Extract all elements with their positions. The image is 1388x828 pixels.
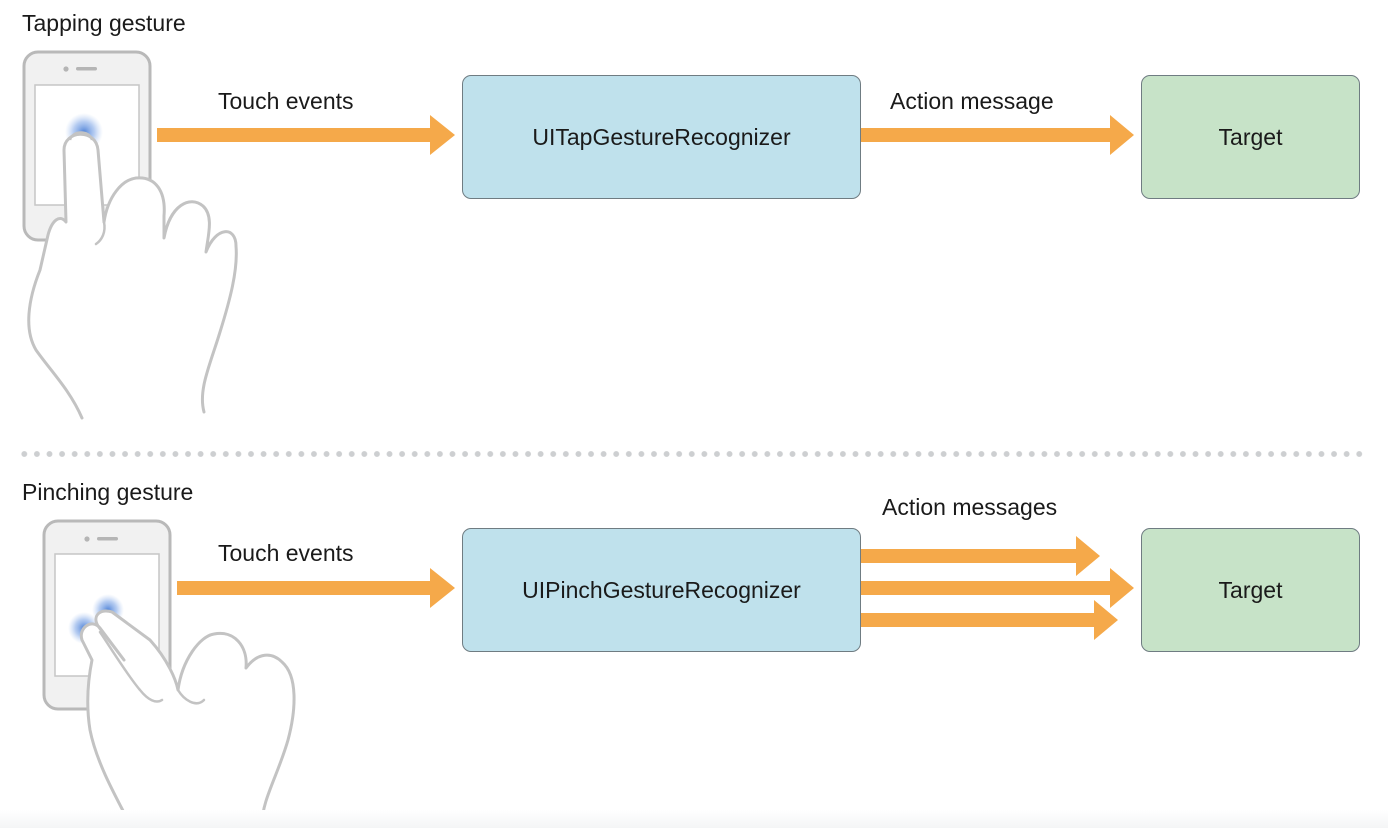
pinching-phone-speaker [97, 537, 118, 541]
tapping-phone-speaker [76, 67, 97, 71]
tap-gesture-recognizer-label: UITapGestureRecognizer [532, 123, 791, 150]
pinch-gesture-recognizer-label: UIPinchGestureRecognizer [522, 576, 801, 603]
pinch-target-label: Target [1218, 576, 1283, 603]
tap-target-label: Target [1218, 123, 1283, 150]
pinch-action-message-arrow-3 [861, 600, 1118, 640]
pinch-action-messages-label: Action messages [882, 494, 1058, 520]
section-divider [18, 449, 1363, 459]
pinch-finger-fold-line [176, 688, 206, 705]
pinching-gesture-title: Pinching gesture [22, 479, 194, 505]
pinch-action-message-arrow-2 [861, 568, 1134, 608]
tap-target-box: Target [1141, 75, 1360, 199]
finger-nail-icon [68, 131, 94, 141]
tap-touch-events-label: Touch events [218, 88, 354, 114]
tapping-phone-camera [63, 66, 69, 72]
tap-action-message-arrow [861, 115, 1134, 155]
pinching-hand-icon [79, 609, 296, 826]
pointing-hand-icon [27, 132, 238, 420]
pinching-phone-camera [84, 536, 90, 542]
tap-touch-events-arrow [157, 115, 455, 155]
bottom-fade [0, 810, 1388, 828]
tap-action-message-label: Action message [890, 88, 1054, 114]
pinch-touch-events-label: Touch events [218, 540, 354, 566]
pinch-gesture-recognizer-box: UIPinchGestureRecognizer [462, 528, 861, 652]
pinch-target-box: Target [1141, 528, 1360, 652]
pinch-action-message-arrow-1 [861, 536, 1100, 576]
tap-gesture-recognizer-box: UITapGestureRecognizer [462, 75, 861, 199]
finger-knuckle-line [94, 220, 106, 246]
pinch-thumb-line [98, 630, 164, 703]
pinch-touch-events-arrow [177, 568, 455, 608]
tapping-gesture-title: Tapping gesture [22, 10, 186, 36]
